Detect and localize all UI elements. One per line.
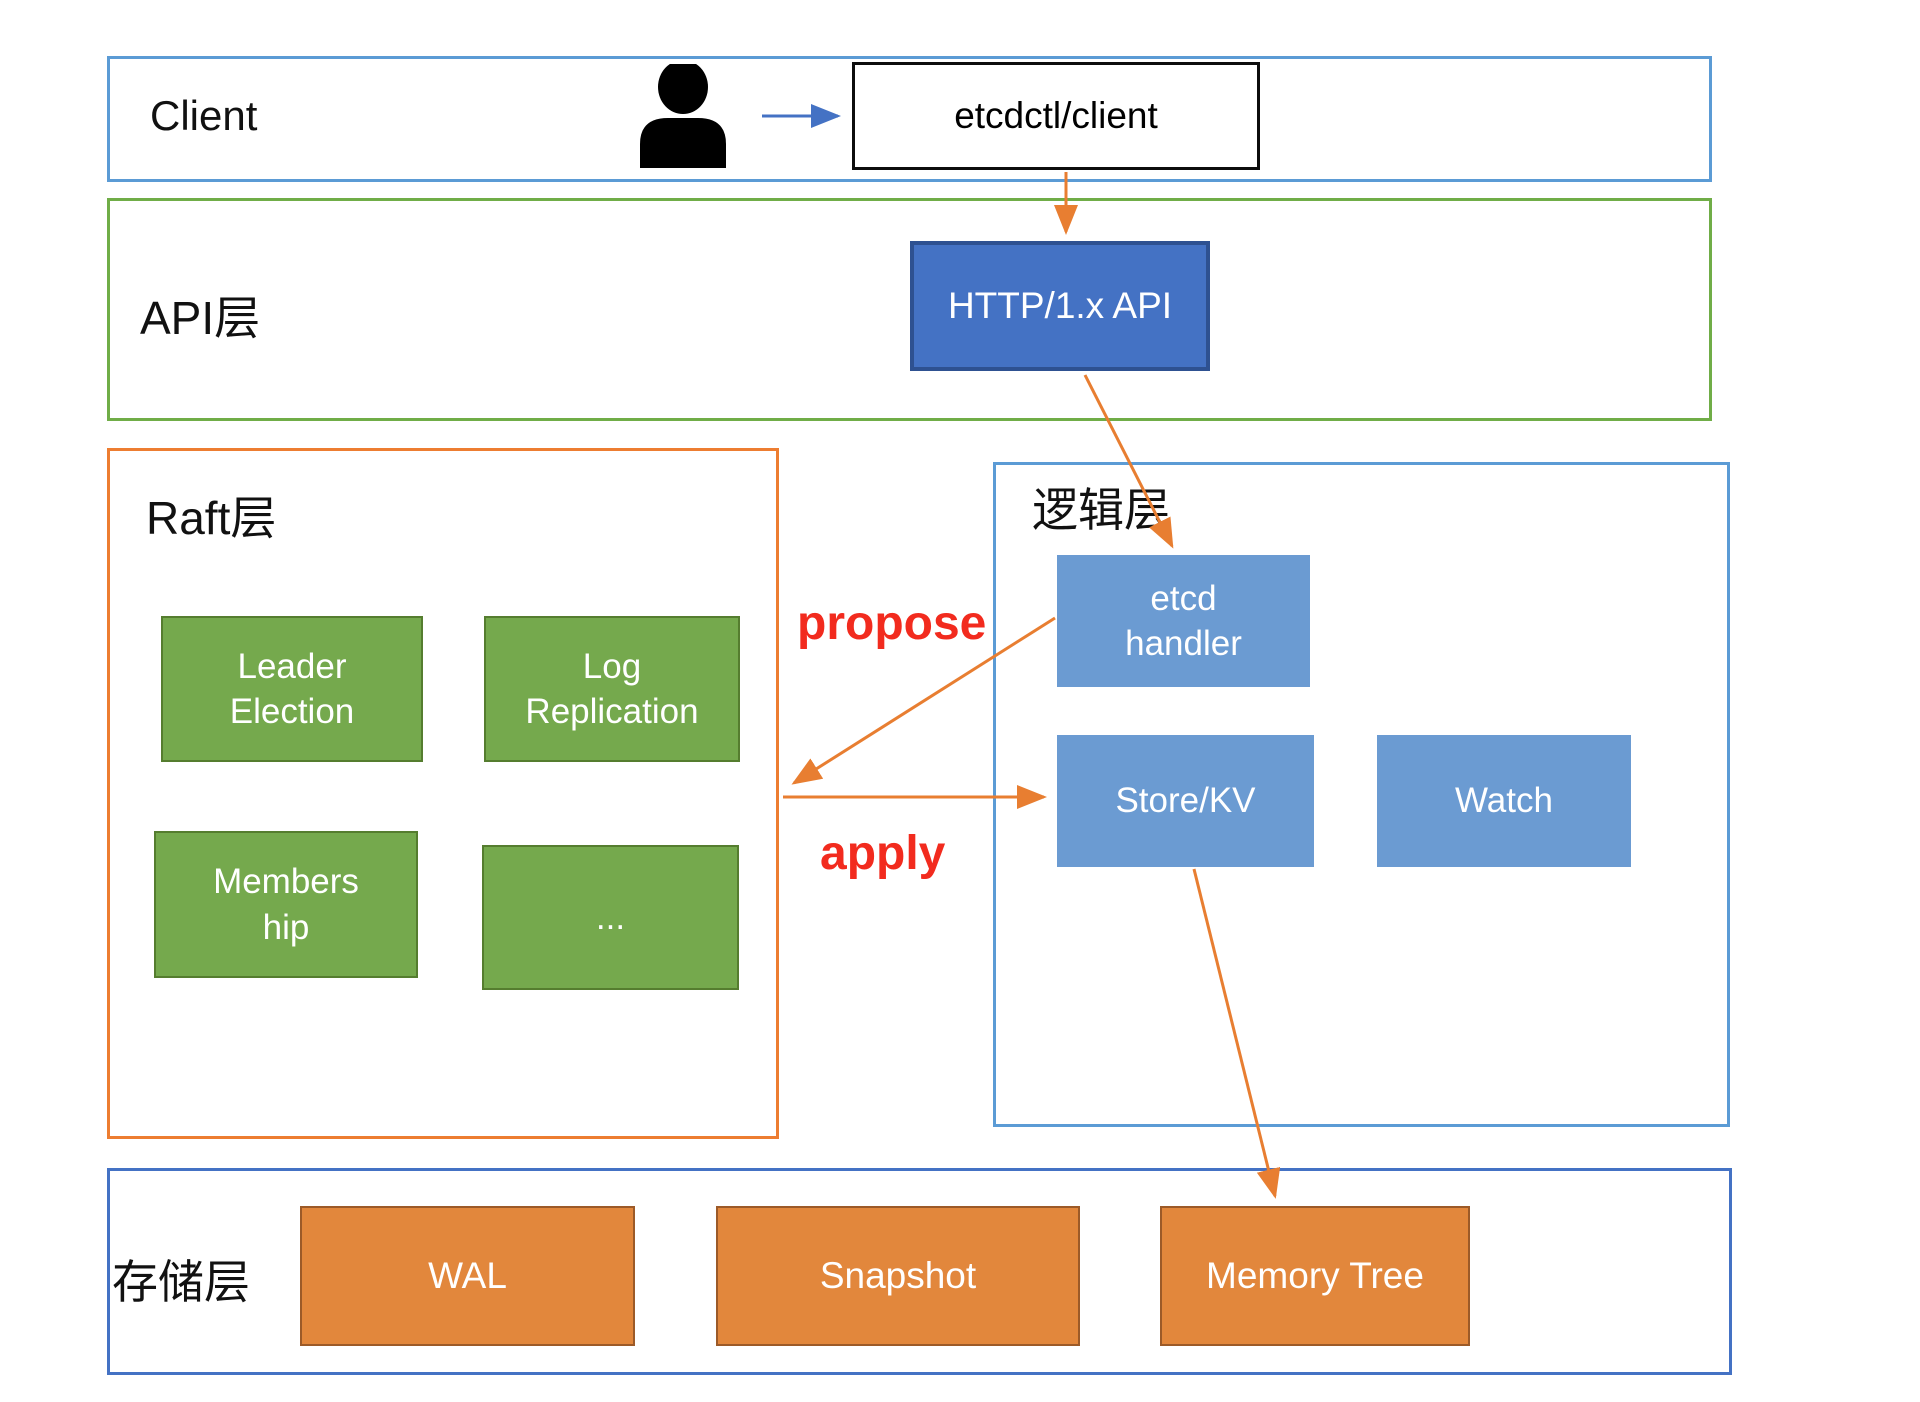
apply-label: apply [820,827,946,880]
http-api-node: HTTP/1.x API [910,241,1210,371]
logic-layer-label: 逻辑层 [1032,484,1170,536]
propose-label: propose [797,597,987,650]
api-layer-box [107,198,1712,421]
etcdctl-client-node: etcdctl/client [852,62,1260,170]
person-icon [640,64,726,168]
watch-node: Watch [1377,735,1631,867]
membership-node: Members hip [154,831,418,978]
store-kv-node: Store/KV [1057,735,1314,867]
etcd-handler-node: etcd handler [1057,555,1310,687]
api-layer-label: API层 [140,292,261,344]
raft-layer-label: Raft层 [146,492,277,544]
more-modules-node: ... [482,845,739,990]
log-replication-node: Log Replication [484,616,740,762]
storage-layer-label: 存储层 [112,1256,250,1308]
raft-layer-box [107,448,779,1139]
client-layer-label: Client [150,92,258,139]
memory-tree-node: Memory Tree [1160,1206,1470,1346]
snapshot-node: Snapshot [716,1206,1080,1346]
wal-node: WAL [300,1206,635,1346]
leader-election-node: Leader Election [161,616,423,762]
